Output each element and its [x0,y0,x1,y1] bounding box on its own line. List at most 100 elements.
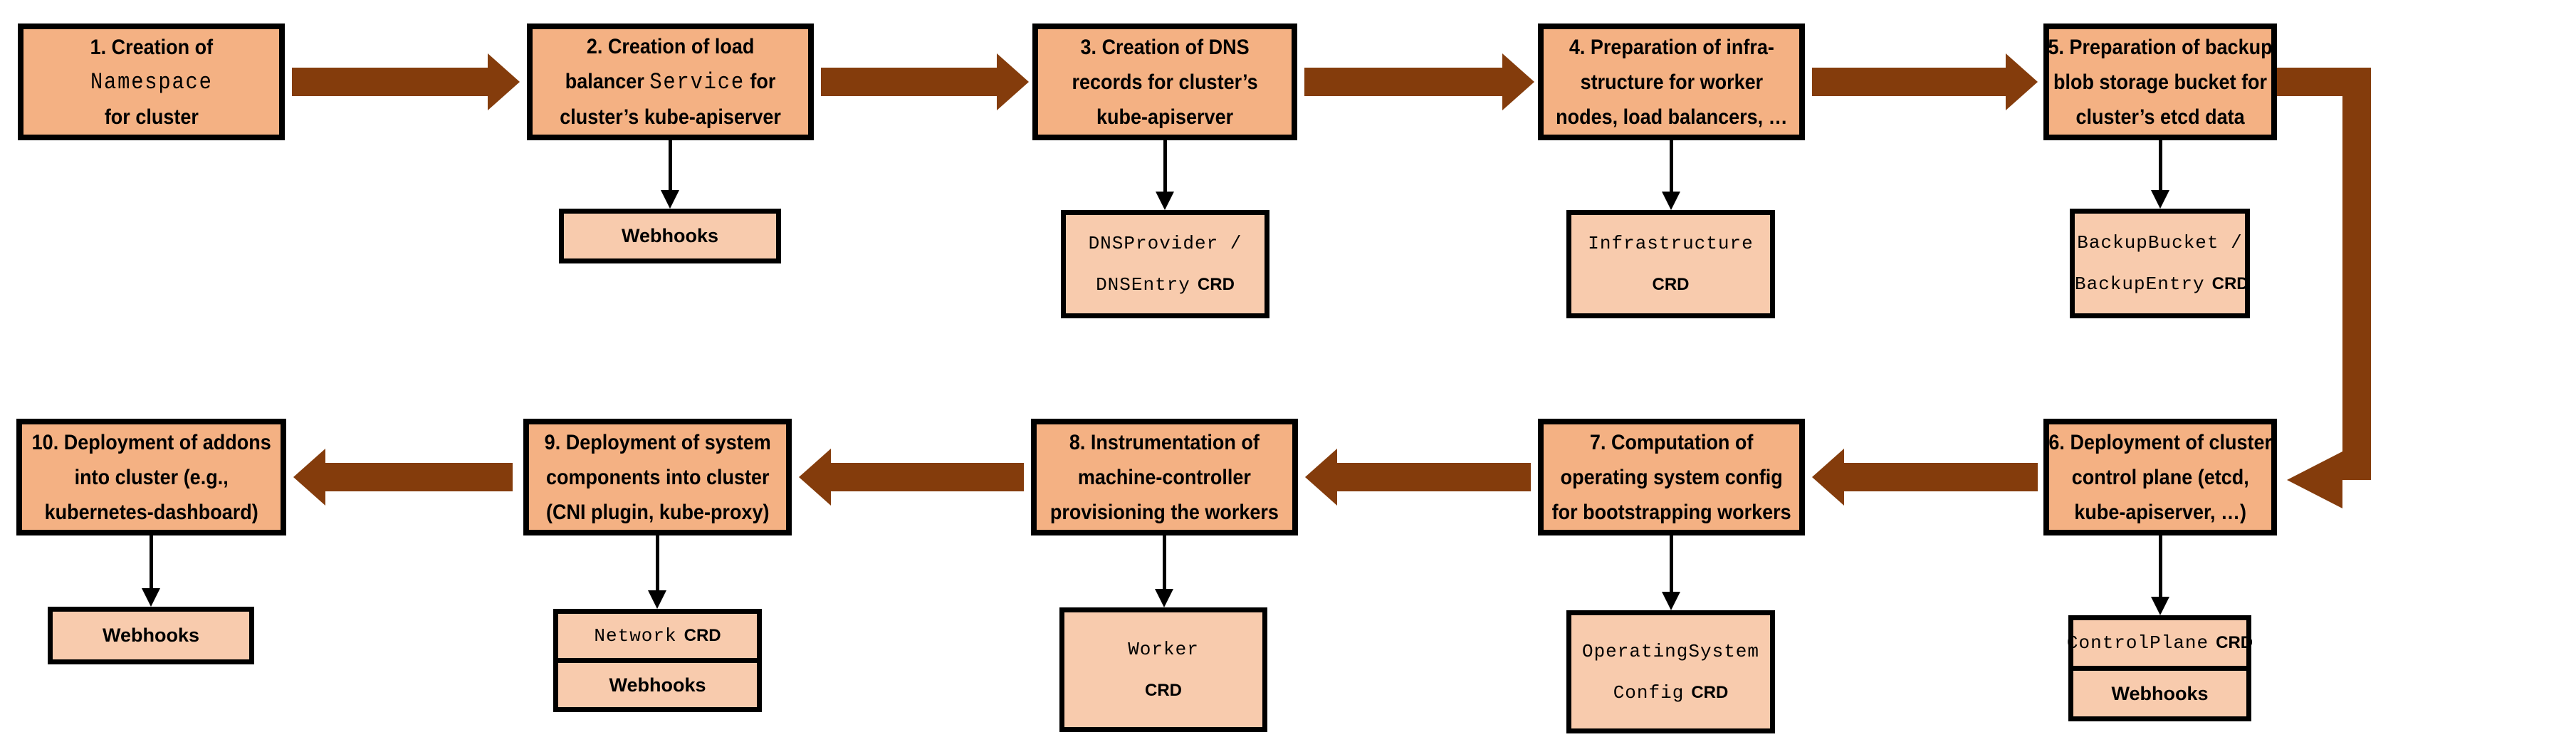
arrow-shaft [325,463,513,491]
arrow-step9-to-step10 [293,449,513,506]
step-line: 1. Creation of [90,35,213,59]
step-line: nodes, load balancers, … [1555,105,1788,129]
step-line: for bootstrapping workers [1551,500,1791,524]
webhooks-box-step2: Webhooks [559,209,781,263]
arrow-shaft [1812,68,2006,96]
arrow-step1-to-step2 [292,53,520,110]
arrow-shaft [1336,463,1531,491]
webhooks-label: Webhooks [2073,666,2246,716]
step-9-box: 9. Deployment of system components into … [523,419,792,535]
step-4-label: 4. Preparation of infra- structure for w… [1556,30,1788,135]
connector-step10-to-webhooks [142,535,160,607]
arrow-head [293,449,325,506]
connector-line [150,535,153,590]
step-7-box: 7. Computation of operating system confi… [1538,419,1805,535]
arrow-step8-to-step9 [799,449,1024,506]
connector-arrowhead-icon [142,588,160,607]
arrow-step6-to-step7 [1812,449,2038,506]
connector-step9-to-crd [648,535,666,609]
arrow-step2-to-step3 [821,53,1029,110]
infrastructure-crd-box: Infrastructure CRD [1566,210,1775,318]
step-line: kubernetes-dashboard) [44,500,258,524]
webhooks-label: Webhooks [102,624,199,646]
step-line: 6. Deployment of cluster [2048,430,2272,454]
arrow-shaft [292,68,488,96]
arrow-shaft [830,463,1024,491]
step-line: cluster’s etcd data [2075,105,2245,129]
step-6-label: 6. Deployment of cluster control plane (… [2048,425,2272,530]
step-1-box: 1. Creation of Namespace for cluster [18,23,285,140]
step-2-label: 2. Creation of load balancer Service for… [560,29,781,135]
step-line: cluster’s kube-apiserver [560,105,781,129]
step-line: 8. Instrumentation of [1069,430,1260,454]
connector-step5-to-crd [2151,140,2169,209]
step-line: 9. Deployment of system [544,430,771,454]
crd-line: CRD [1145,680,1182,700]
step-3-label: 3. Creation of DNS records for cluster’s… [1072,30,1257,135]
step-5-box: 5. Preparation of backup blob storage bu… [2043,23,2277,140]
crd-line: BackupBucket / [2077,232,2243,254]
step-8-label: 8. Instrumentation of machine-controller… [1050,425,1279,530]
crd-line: OperatingSystem [1581,640,1760,662]
worker-crd-box: Worker CRD [1059,607,1267,732]
crd-line: Infrastructure [1588,233,1754,254]
connector-arrowhead-icon [1156,192,1174,210]
step-5-label: 5. Preparation of backup blob storage bu… [2048,30,2272,135]
arrow-head [997,53,1029,110]
step-line-mono: Namespace [90,68,213,95]
step-line: for cluster [104,105,199,129]
arrow-head [488,53,520,110]
connector-arrowhead-icon [1662,592,1680,610]
crd-line: Worker [1128,638,1199,660]
step-line: blob storage bucket for [2053,70,2268,94]
connector-arrowhead-icon [1155,589,1173,607]
arrow-head [1812,449,1844,506]
connector-step3-to-crd [1156,140,1174,210]
step-7-label: 7. Computation of operating system confi… [1551,425,1791,530]
arrow-step4-to-step5 [1812,53,2038,110]
webhooks-label: Webhooks [621,224,718,246]
connector-step2-to-webhooks [661,140,679,209]
arrow-shaft [1843,463,2038,491]
webhooks-box-step10: Webhooks [48,607,254,664]
step-line: 3. Creation of DNS [1080,35,1250,59]
connector-line [2159,140,2162,192]
webhooks-label: Webhooks [558,658,757,707]
arrow-head [799,449,831,506]
arrow-shaft [821,68,998,96]
step-line: components into cluster [545,465,770,489]
step-line: provisioning the workers [1049,500,1279,524]
crd-line: CRD [1652,275,1690,294]
step-3-box: 3. Creation of DNS records for cluster’s… [1032,23,1297,140]
connector-arrowhead-icon [2151,597,2169,615]
connector-line [1163,535,1166,590]
arrow-head [1502,53,1534,110]
step-line: machine-controller [1077,465,1252,489]
step-line: (CNI plugin, kube-proxy) [545,500,770,524]
connector-line [656,535,659,592]
step-line: control plane (etcd, [2071,465,2249,489]
connector-line [669,140,672,192]
crd-line: DNSProvider / [1088,233,1242,254]
connector-line [2159,535,2162,598]
step-8-box: 8. Instrumentation of machine-controller… [1031,419,1298,535]
arrow-head [2006,53,2038,110]
connector-line [1670,140,1673,193]
connector-arrowhead-icon [648,590,666,609]
connector-arrowhead-icon [2151,190,2169,209]
step-6-box: 6. Deployment of cluster control plane (… [2043,419,2277,535]
step-9-label: 9. Deployment of system components into … [544,425,770,530]
step-line: 5. Preparation of backup [2048,35,2273,59]
step-line: kube-apiserver [1096,105,1234,129]
connector-line [1670,535,1673,593]
arrow-shaft [1304,68,1503,96]
step-line: operating system config [1560,465,1783,489]
